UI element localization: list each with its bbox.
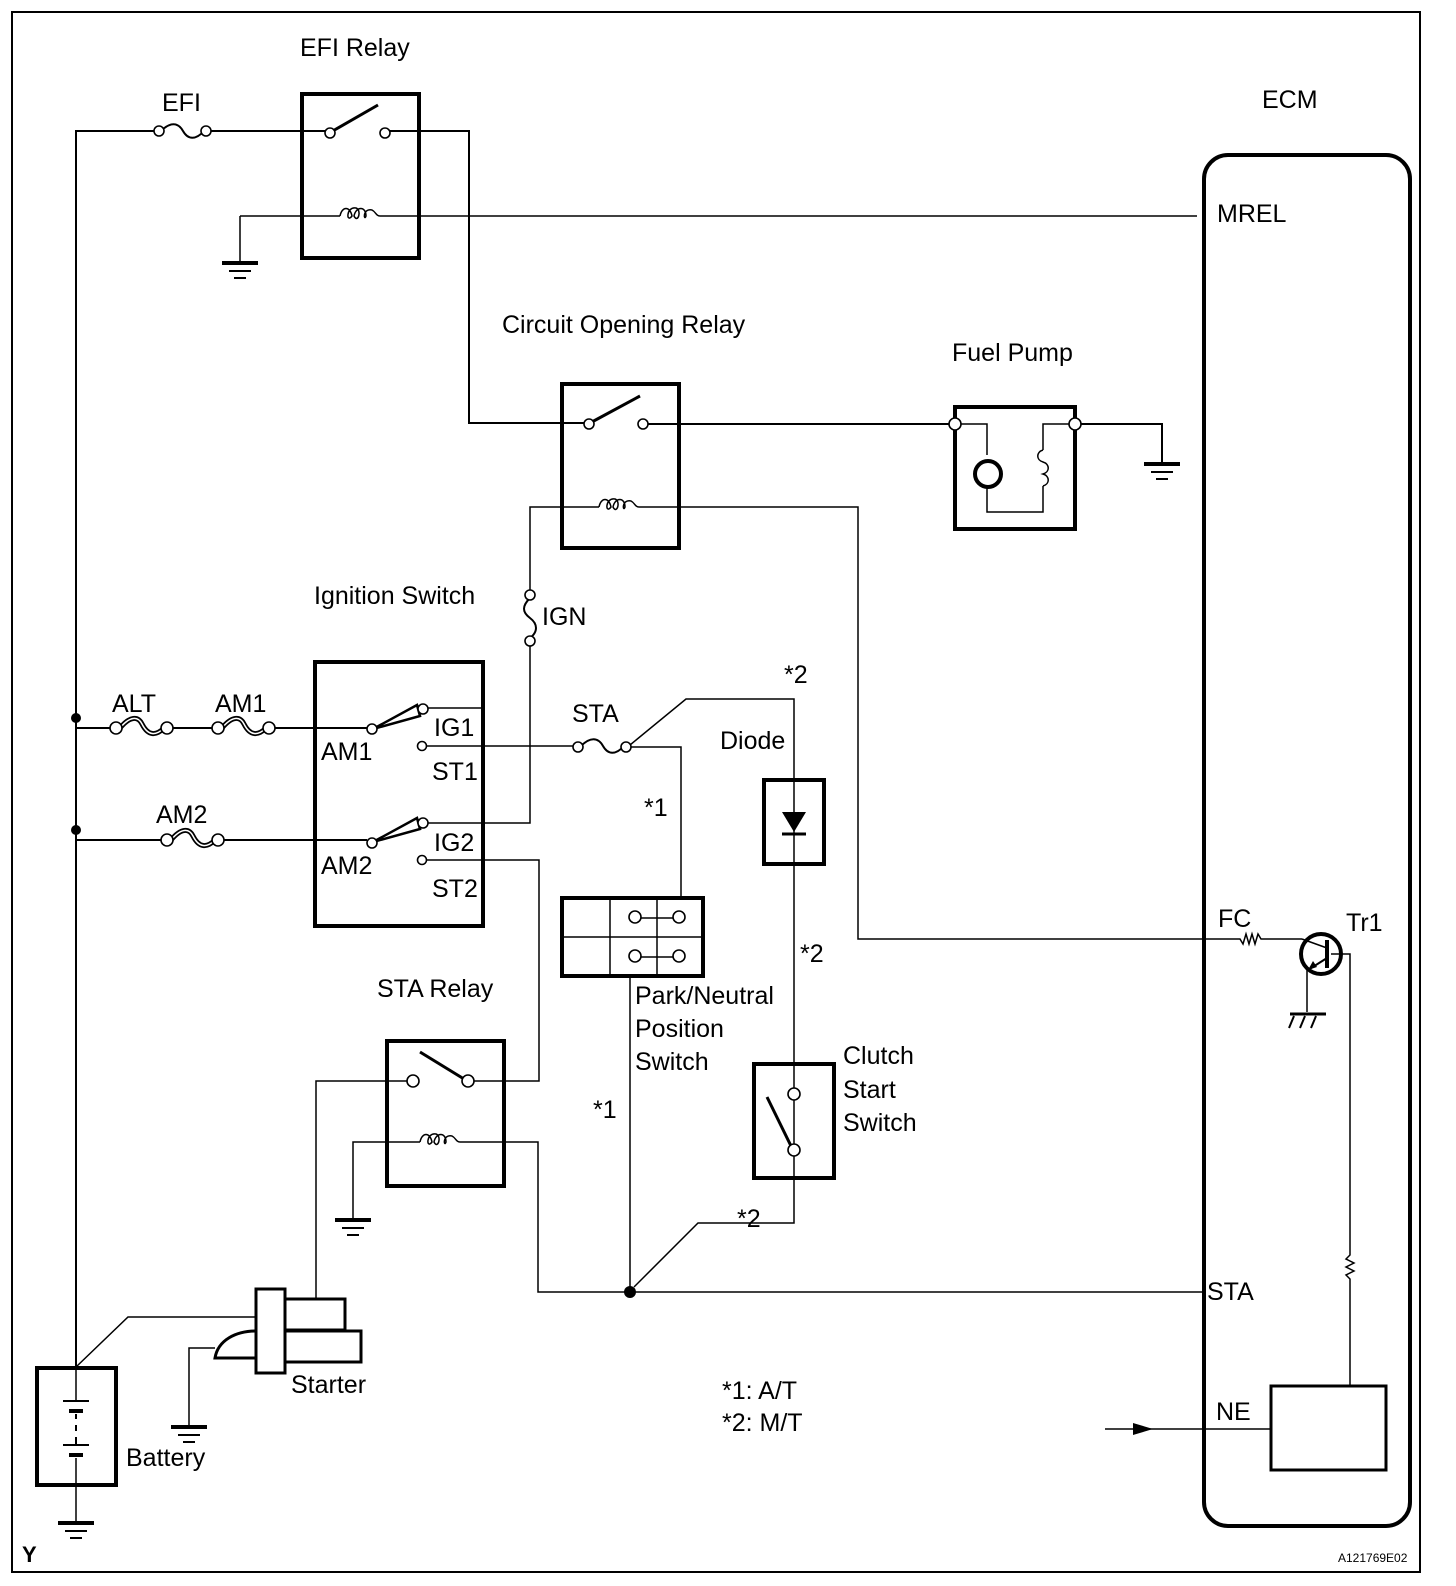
terminal-am2: AM2: [321, 852, 372, 880]
ground-icon: [56, 1521, 96, 1540]
diode-label: Diode: [720, 727, 785, 755]
at-mark: *1: [644, 794, 668, 822]
pnp-switch-label-1: Park/Neutral: [635, 982, 774, 1010]
am2-fuse-row: AM2: [76, 801, 367, 848]
alt-fuse-label: ALT: [112, 690, 156, 718]
ign-to-cor-wire: [529, 506, 599, 591]
ignition-switch: Ignition Switch AM1 IG1 ST1 AM2 IG2 ST2: [313, 582, 485, 928]
clutch-start-switch: Clutch Start Switch: [752, 1042, 917, 1180]
legend-item-mt: *2: M/T: [722, 1409, 803, 1437]
transistor-label: Tr1: [1346, 909, 1383, 937]
terminal-ig1: IG1: [434, 714, 474, 742]
starter-ground-wire: [188, 1347, 215, 1427]
starter-label: Starter: [291, 1371, 366, 1399]
starter-feed-wire: [315, 1080, 407, 1304]
ecm-terminal-fc: FC: [1218, 905, 1251, 933]
clutch-switch-label-1: Clutch: [843, 1042, 914, 1070]
am2-fuse-label: AM2: [156, 801, 207, 829]
at-path-wire: [631, 746, 682, 898]
st2-wire: [427, 859, 540, 1082]
terminal-ig2: IG2: [434, 829, 474, 857]
mt-path-wire: [629, 698, 795, 1288]
ground-icon: [333, 1218, 373, 1237]
ne-input-circuit: [1269, 1384, 1388, 1472]
circuit-opening-relay: Circuit Opening Relay: [502, 311, 746, 550]
figure-id: A121769E02: [1338, 1551, 1408, 1565]
terminal-am1: AM1: [321, 738, 372, 766]
sta-signal-wire: [460, 1141, 1204, 1293]
sta-fuse: STA: [572, 700, 632, 754]
coil-icon: [1037, 449, 1049, 487]
pnp-switch-label-3: Switch: [635, 1048, 709, 1076]
ecm-terminal-mrel: MREL: [1217, 200, 1287, 228]
circuit-opening-relay-label: Circuit Opening Relay: [502, 311, 746, 339]
diode: Diode: [720, 727, 826, 866]
ground-icon: [169, 1425, 209, 1444]
ground-icon: [1142, 462, 1182, 481]
terminal-st2: ST2: [432, 875, 478, 903]
ecm-terminal-sta: STA: [1207, 1278, 1254, 1306]
fuel-pump: Fuel Pump: [948, 339, 1082, 531]
junction-dot: [624, 1286, 636, 1298]
sta-relay-label: STA Relay: [377, 975, 494, 1003]
efi-fuse-label: EFI: [162, 89, 201, 117]
efi-relay: EFI Relay: [240, 34, 421, 260]
alt-am1-fuse-row: ALT AM1: [76, 690, 367, 736]
mt-mark: *2: [800, 940, 824, 968]
efi-relay-label: EFI Relay: [300, 34, 410, 62]
ecm-label: ECM: [1262, 86, 1318, 114]
ign-fuse-label: IGN: [542, 603, 586, 631]
at-mark: *1: [593, 1096, 617, 1124]
battery-label: Battery: [126, 1444, 206, 1472]
sta-fuse-label: STA: [572, 700, 619, 728]
battery: Battery: [35, 1366, 206, 1523]
transistor-tr1: Tr1: [1288, 909, 1383, 1029]
battery-starter-cable: [75, 1316, 256, 1368]
terminal-st1: ST1: [432, 758, 478, 786]
junction-dot: [71, 825, 81, 835]
am1-fuse-label: AM1: [215, 690, 266, 718]
fc-wire: [639, 506, 1199, 940]
legend-item-at: *1: A/T: [722, 1377, 797, 1405]
efi-fuse: EFI: [153, 89, 212, 139]
starter: Starter: [213, 1287, 366, 1399]
ecm: ECM MREL FC STA NE Tr1: [1105, 86, 1412, 1528]
frame-border: [11, 11, 1421, 1573]
clutch-switch-label-2: Start: [843, 1076, 896, 1104]
diode-icon: [782, 812, 806, 832]
fc-resistor: [1199, 931, 1302, 947]
efi-relay-output-wire: [390, 130, 584, 424]
fuel-pump-label: Fuel Pump: [952, 339, 1073, 367]
pnp-switch-label-2: Position: [635, 1015, 724, 1043]
corner-mark: Y: [22, 1542, 37, 1567]
sta-relay-ground-wire: [352, 1141, 420, 1220]
motor-icon: [973, 459, 1003, 489]
legend: *1: A/T *2: M/T: [722, 1377, 803, 1437]
ignition-switch-label: Ignition Switch: [314, 582, 475, 610]
ground-icon: [220, 261, 260, 280]
sta-relay: STA Relay: [377, 975, 506, 1188]
ig2-wire: [428, 645, 531, 824]
base-resistor-wire: [1331, 953, 1356, 1386]
junction-dot: [71, 713, 81, 723]
ecm-terminal-ne: NE: [1216, 1398, 1251, 1426]
ign-fuse: IGN: [523, 589, 586, 647]
arrow-right-icon: [1133, 1423, 1153, 1435]
mt-mark: *2: [737, 1205, 761, 1233]
park-neutral-position-switch: Park/Neutral Position Switch: [560, 896, 774, 1076]
mt-mark: *2: [784, 661, 808, 689]
battery-bus-wire: [71, 130, 154, 1367]
clutch-switch-label-3: Switch: [843, 1109, 917, 1137]
